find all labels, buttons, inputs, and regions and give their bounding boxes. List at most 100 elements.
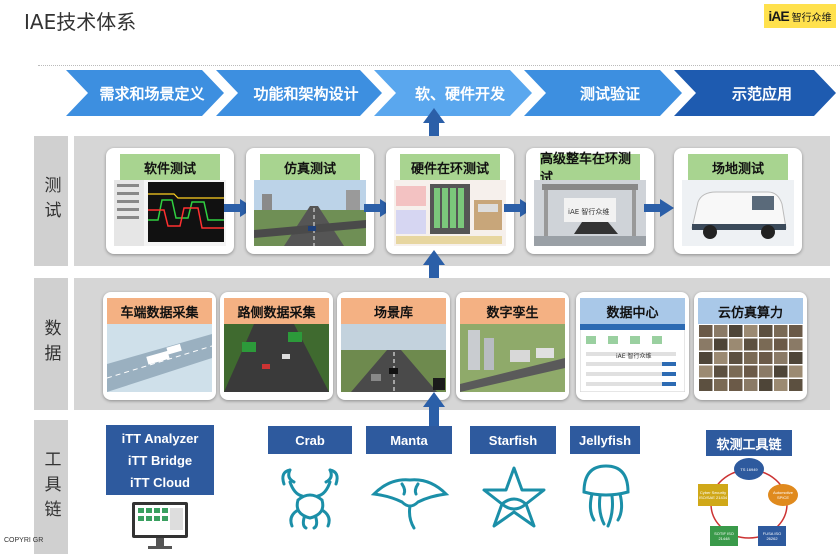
row-label-data: 数据	[34, 278, 68, 410]
jellyfish-icon	[578, 462, 634, 532]
svg-text:iAE 智行众维: iAE 智行众维	[616, 352, 651, 360]
cloud-thumbnail	[714, 325, 728, 337]
card-header: 场景库	[341, 298, 446, 324]
brand-logo: iAE 智行众维	[764, 4, 836, 28]
cloud-thumbnail	[744, 338, 758, 351]
card-field-test: 场地测试	[674, 148, 802, 254]
copyright-text: COPYRI GR	[4, 537, 44, 544]
cloud-thumbnail	[759, 352, 773, 364]
cloud-thumbnail	[774, 325, 788, 337]
cloud-thumbnail	[789, 379, 803, 391]
node-sotif: SOTIF ISO 21448	[710, 526, 738, 546]
stage-architecture: 功能和架构设计	[216, 70, 382, 116]
cloud-thumbnail	[744, 325, 758, 337]
card-vehicle-data: 车端数据采集	[103, 292, 216, 400]
cloud-thumbnail	[774, 352, 788, 364]
roadside-data-image	[224, 324, 329, 392]
node-fusa: FUSA ISO 26262	[758, 526, 786, 546]
crab-icon	[278, 466, 342, 530]
cloud-thumbnail	[759, 365, 773, 378]
data-center-image: iAE 智行众维	[580, 324, 685, 392]
digital-twin-image	[460, 324, 565, 392]
cloud-thumbnail	[714, 338, 728, 351]
vehicle-data-image	[107, 324, 212, 392]
simulation-test-image	[254, 180, 366, 246]
cloud-thumbnail	[744, 352, 758, 364]
test-toolchain-label: 软测工具链	[706, 430, 792, 456]
scenario-library-image	[341, 324, 446, 392]
arrow-up-icon	[423, 108, 445, 144]
cloud-thumbnail	[744, 365, 758, 378]
cloud-thumbnail	[699, 338, 713, 351]
itt-toolset: iTT Analyzer iTT Bridge iTT Cloud	[106, 425, 214, 495]
cloud-thumbnail	[759, 379, 773, 391]
row-label-test: 测试	[34, 136, 68, 266]
cloud-thumbnail	[699, 365, 713, 378]
itt-analyzer-label: iTT Analyzer	[121, 430, 199, 446]
card-vehicle-in-loop-test: 高级整车在环测试 iAE 智行众维	[526, 148, 654, 254]
cloud-thumbnail	[714, 379, 728, 391]
cloud-thumbnail	[789, 338, 803, 351]
cloud-thumbnail	[759, 338, 773, 351]
cloud-thumbnail	[789, 352, 803, 364]
cloud-thumbnail	[714, 365, 728, 378]
card-cloud-compute: 云仿真算力	[694, 292, 807, 400]
card-hil-test: 硬件在环测试	[386, 148, 514, 254]
cloud-thumbnail	[729, 379, 743, 391]
cloud-thumbnail	[714, 352, 728, 364]
starfish-icon	[482, 464, 546, 530]
cloud-thumbnail	[759, 325, 773, 337]
card-header: 数据中心	[580, 298, 685, 324]
svg-text:iAE 智行众维: iAE 智行众维	[568, 207, 609, 216]
divider	[38, 65, 840, 66]
cloud-thumbnail	[774, 338, 788, 351]
arrow-up-icon	[423, 392, 445, 428]
logo-mark: iAE	[768, 8, 789, 24]
card-header: 数字孪生	[460, 298, 565, 324]
cloud-thumbnail	[699, 352, 713, 364]
stage-flow: 需求和场景定义 功能和架构设计 软、硬件开发 测试验证 示范应用	[66, 70, 836, 116]
card-scenario-library: 场景库	[337, 292, 450, 400]
node-cyber-security: Cyber Security ISO/SAE 21434	[698, 484, 728, 506]
card-header: 硬件在环测试	[400, 154, 500, 180]
jellyfish-tool-label: Jellyfish	[570, 426, 640, 454]
itt-cloud-label: iTT Cloud	[130, 474, 190, 490]
stage-verification: 测试验证	[524, 70, 682, 116]
card-roadside-data: 路侧数据采集	[220, 292, 333, 400]
software-test-image	[114, 180, 226, 246]
card-header: 软件测试	[120, 154, 220, 180]
stage-requirements: 需求和场景定义	[66, 70, 224, 116]
cloud-thumbnail	[699, 325, 713, 337]
stage-development: 软、硬件开发	[374, 70, 532, 116]
node-ts16949: TS 16949	[734, 458, 764, 480]
card-header: 路侧数据采集	[224, 298, 329, 324]
crab-tool-label: Crab	[268, 426, 352, 454]
card-software-test: 软件测试	[106, 148, 234, 254]
card-header: 车端数据采集	[107, 298, 212, 324]
card-header: 仿真测试	[260, 154, 360, 180]
arrow-right-icon	[644, 199, 674, 217]
field-test-image	[682, 180, 794, 246]
cloud-thumbnail	[774, 379, 788, 391]
starfish-tool-label: Starfish	[470, 426, 556, 454]
cloud-thumbnail	[744, 379, 758, 391]
manta-tool-label: Manta	[366, 426, 452, 454]
cloud-thumbnail	[699, 379, 713, 391]
cloud-compute-image	[698, 324, 803, 392]
cloud-thumbnail	[729, 338, 743, 351]
cloud-thumbnail	[789, 325, 803, 337]
card-simulation-test: 仿真测试	[246, 148, 374, 254]
card-data-center: 数据中心 iAE 智行众维	[576, 292, 689, 400]
stage-application: 示范应用	[674, 70, 836, 116]
manta-icon	[370, 466, 450, 530]
itt-monitor-icon	[130, 500, 190, 552]
card-header: 场地测试	[688, 154, 788, 180]
cloud-thumbnail	[729, 325, 743, 337]
row-label-tools: 工具链	[34, 420, 68, 554]
cloud-thumbnail	[774, 365, 788, 378]
toolchain-cycle-diagram: TS 16949 Automotive SPICE FUSA ISO 26262…	[696, 456, 802, 550]
page-title: IAE技术体系	[24, 10, 137, 34]
hil-test-image	[394, 180, 506, 246]
logo-text: 智行众维	[791, 12, 832, 24]
cloud-thumbnail	[729, 352, 743, 364]
